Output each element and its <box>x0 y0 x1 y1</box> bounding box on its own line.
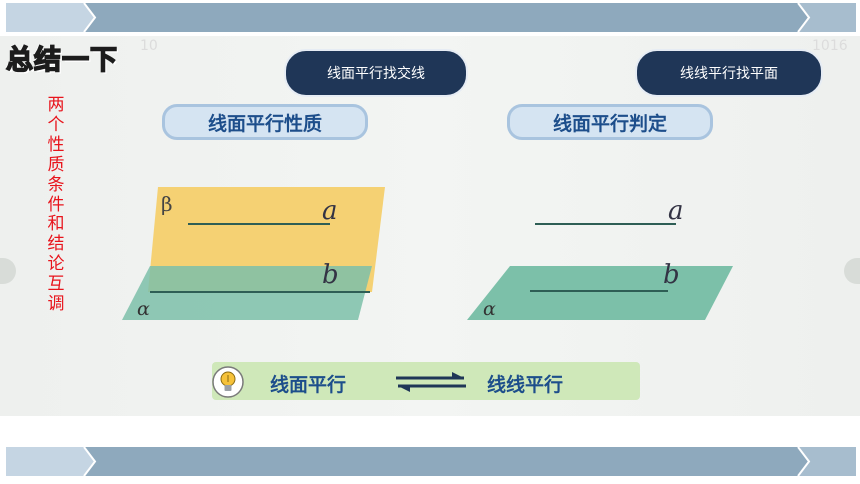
lesson-panel <box>0 36 860 416</box>
strip-text-plane-parallel: 线面平行 <box>270 374 347 396</box>
heading-criterion: 线面平行判定 <box>507 104 713 140</box>
faint-page-mark-right: 1016 <box>812 38 848 54</box>
label-b-right: b <box>663 260 680 290</box>
label-alpha-left: α <box>137 298 150 320</box>
side-note-vertical: 两个性质条件和结论互调 <box>47 95 65 315</box>
label-alpha-right: α <box>483 298 496 320</box>
plane-beta <box>148 187 385 292</box>
lightbulb-icon <box>212 366 244 398</box>
callout-left: 线面平行找交线 <box>284 49 468 97</box>
top-header-band <box>6 3 856 32</box>
bottom-footer-band <box>6 447 856 476</box>
plane-alpha-right <box>467 266 733 320</box>
label-beta: β <box>161 192 173 216</box>
next-slide-handle[interactable] <box>844 258 860 284</box>
label-a-right: a <box>668 196 684 226</box>
callout-right: 线线平行找平面 <box>635 49 823 97</box>
faint-page-mark-left: 10 <box>140 38 158 54</box>
summary-title: 总结一下 <box>5 44 118 77</box>
double-arrow-icon <box>396 372 466 392</box>
label-b-left: b <box>322 260 339 290</box>
heading-property: 线面平行性质 <box>162 104 368 140</box>
summary-strip <box>212 362 640 400</box>
prev-slide-handle[interactable] <box>0 258 16 284</box>
strip-text-line-parallel: 线线平行 <box>487 374 564 396</box>
label-a-left: a <box>322 196 338 226</box>
